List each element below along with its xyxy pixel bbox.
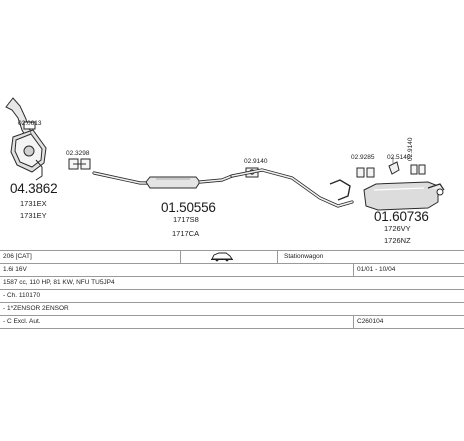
rear-connecting-pipe: [230, 168, 354, 208]
front-sub-number-1: 1731EX: [20, 199, 47, 208]
table-row-options: - C Excl. Aut. C260104: [0, 315, 464, 329]
middle-main-part-number: 01.50556: [161, 200, 216, 215]
model-cell: 206 [CAT]: [3, 253, 32, 260]
rear-clamp-part: [388, 157, 400, 175]
table-row-chassis: - Ch. 110170: [0, 289, 464, 302]
front-pipe-catalyst: [5, 97, 47, 181]
table-row-sensor: - 1*ZENSOR 2ENSOR: [0, 302, 464, 315]
catalyst-clamp-part: [23, 121, 36, 137]
left-clamp-part: [68, 158, 91, 170]
rear-sub-number-2: 1726NZ: [384, 236, 411, 245]
chassis-cell: - Ch. 110170: [3, 292, 41, 299]
column-divider: [277, 251, 278, 263]
options-cell: - C Excl. Aut.: [3, 318, 41, 325]
sensor-cell: - 1*ZENSOR 2ENSOR: [3, 305, 69, 312]
column-divider: [353, 316, 354, 328]
rear-hanger-small-part: [410, 164, 426, 175]
front-sub-number-2: 1731EY: [20, 211, 47, 220]
middle-sub-number-1: 1717S8: [173, 215, 199, 224]
exhaust-system-diagram: 02.0613 02.3298 04.3862 1731EX 1731EY 01…: [5, 97, 445, 245]
mid-hanger-ref-label: 02.9140: [244, 158, 268, 165]
table-row-model: 206 [CAT] Stationwagon: [0, 250, 464, 263]
code-cell: C260104: [357, 318, 384, 325]
rear-main-part-number: 01.60736: [374, 209, 429, 224]
catalyst-ref-label: 02.0613: [18, 120, 42, 127]
left-clamp-ref-label: 02.3298: [66, 150, 90, 157]
column-divider: [353, 264, 354, 276]
rear-clamp-ref-label: 02.5140: [387, 154, 411, 161]
date-range-cell: 01/01 - 10/04: [357, 266, 396, 273]
middle-sub-number-2: 1717CA: [172, 229, 199, 238]
front-main-part-number: 04.3862: [10, 181, 57, 196]
middle-pipe-silencer: [92, 171, 234, 189]
specs-cell: 1587 cc, 110 HP, 81 KW, NFU TU5JP4: [3, 279, 115, 286]
table-row-specs: 1587 cc, 110 HP, 81 KW, NFU TU5JP4: [0, 276, 464, 289]
rear-sub-number-1: 1726VY: [384, 224, 411, 233]
column-divider: [180, 251, 181, 263]
engine-cell: 1.6i 16V: [3, 266, 27, 273]
rear-hanger-ref-label: 02.9285: [351, 154, 375, 161]
vehicle-info-table: 206 [CAT] Stationwagon 1.6i 16V 01/01 - …: [0, 250, 464, 329]
rear-silencer: [363, 181, 445, 211]
rear-hanger-part: [356, 167, 375, 178]
body-type-cell: Stationwagon: [284, 253, 324, 260]
rear-small-ref-label: 02.9140: [407, 137, 414, 161]
table-row-engine: 1.6i 16V 01/01 - 10/04: [0, 263, 464, 276]
car-side-icon: [211, 251, 233, 266]
